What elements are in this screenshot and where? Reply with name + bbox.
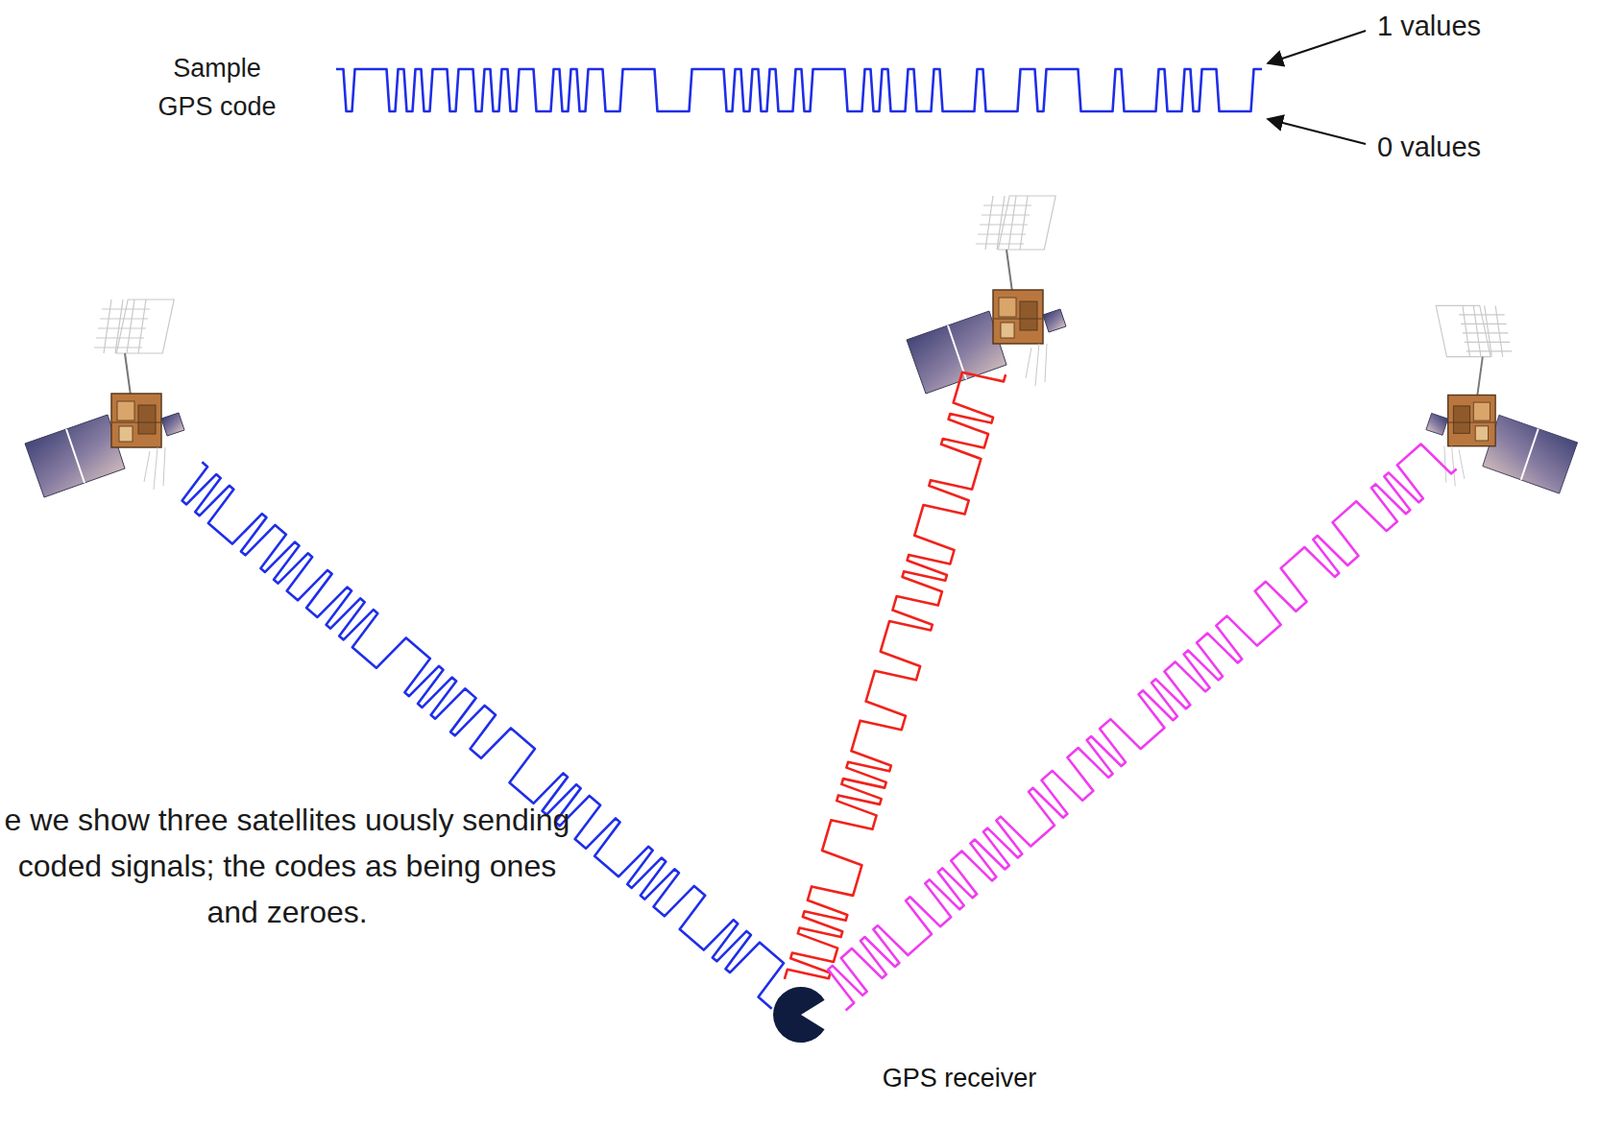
note-text: e we show three satellites uously sendin… — [3, 797, 571, 936]
gps-receiver: GPS receiver — [773, 987, 829, 1043]
sample-code-label: Sample GPS code — [153, 48, 281, 126]
receiver-shape — [773, 987, 829, 1043]
signal-wave — [827, 444, 1456, 1012]
signal-wave — [336, 69, 1262, 112]
satellite — [906, 195, 1067, 394]
satellite — [1426, 305, 1578, 494]
level-label: 0 values — [1377, 130, 1481, 165]
level-label: 1 values — [1377, 9, 1481, 44]
leader-arrow — [1267, 30, 1366, 64]
satellite — [24, 299, 185, 498]
node-label: GPS receiver — [882, 1064, 1038, 1094]
leader-arrow — [1267, 119, 1366, 145]
receiver-body — [773, 987, 825, 1043]
